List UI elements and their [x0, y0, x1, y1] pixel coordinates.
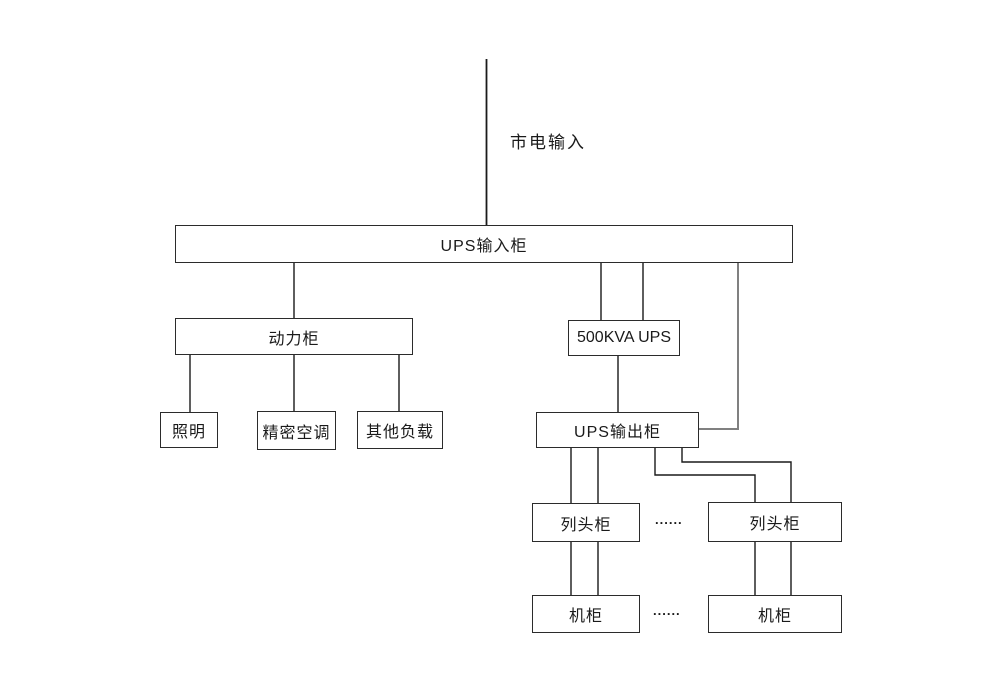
- mains-input-label: 市电输入: [510, 133, 586, 152]
- node-row-head-cabinet-left: 列头柜: [532, 503, 640, 542]
- node-row-head-cabinet-right: 列头柜: [708, 502, 842, 542]
- node-500kva-ups: 500KVA UPS: [568, 320, 680, 356]
- line-output-to-rowhead-right-b: [681, 448, 792, 503]
- row-head-ellipsis: ......: [655, 512, 683, 527]
- node-rack-right: 机柜: [708, 595, 842, 633]
- node-power-cabinet: 动力柜: [175, 318, 413, 355]
- node-lighting: 照明: [160, 412, 218, 448]
- rack-ellipsis: ......: [653, 603, 681, 618]
- node-rack-left: 机柜: [532, 595, 640, 633]
- node-precision-ac: 精密空调: [257, 411, 336, 450]
- line-output-to-rowhead-right-a: [654, 448, 756, 503]
- node-ups-input-cabinet: UPS输入柜: [175, 225, 793, 263]
- node-other-loads: 其他负载: [357, 411, 443, 449]
- line-bypass-input-to-output: [699, 263, 739, 430]
- node-ups-output-cabinet: UPS输出柜: [536, 412, 699, 448]
